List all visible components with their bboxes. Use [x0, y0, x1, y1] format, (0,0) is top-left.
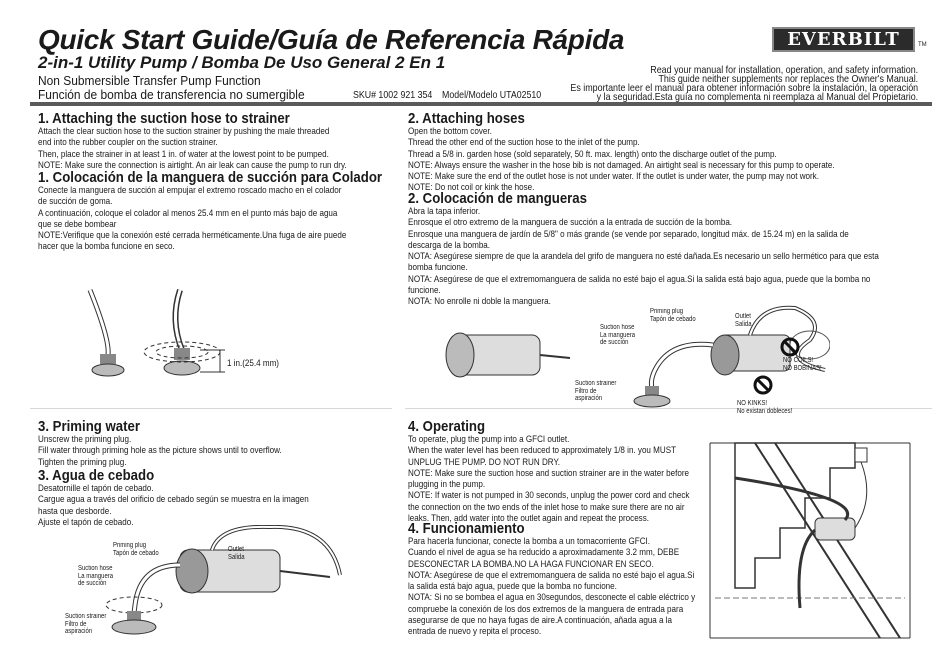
product-subtitle: 2-in-1 Utility Pump / Bomba De Uso Gener…: [38, 53, 446, 72]
s3-suction-strainer-label: Suction strainer Filtro de aspiración: [65, 613, 107, 635]
s3-body-en: Unscrew the priming plug. Fill water thr…: [38, 433, 282, 467]
priming-illustration: [105, 525, 342, 635]
s2-suction-hose-label: Suction hose La manguera de succión: [600, 324, 636, 346]
no-kinks-icon: [753, 375, 773, 395]
model: Model/Modelo UTA02510: [442, 90, 542, 101]
s2-heading-es: 2. Colocación de mangueras: [408, 190, 587, 207]
operating-stairs-illustration: [709, 442, 911, 639]
left-divider: [30, 408, 392, 409]
s2-priming-plug-label: Priming plug Tapón de cebado: [650, 308, 696, 323]
everbilt-logo: EVERBILT: [772, 27, 915, 52]
s3-heading-en: 3. Priming water: [38, 418, 140, 435]
s3-body-es: Desatornille el tapón de cebado. Cargue …: [38, 482, 309, 527]
s2-body-es: Abra la tapa inferior. Enrosque el otro …: [408, 205, 879, 307]
manual-notice: Read your manual for installation, opera…: [570, 64, 918, 103]
s2-suction-strainer-label: Suction strainer Filtro de aspiración: [575, 380, 617, 402]
s2-outlet-label: Outlet Salida: [735, 313, 752, 328]
no-coils-icon: [780, 337, 800, 357]
s3-suction-hose-label: Suction hose La manguera de succión: [78, 565, 114, 587]
page-title: Quick Start Guide/Guía de Referencia Ráp…: [38, 24, 625, 55]
depth-label: 1 in.(25.4 mm): [227, 357, 279, 368]
s3-priming-plug-label: Priming plug Tapón de cebado: [113, 542, 159, 557]
hose-attachment-illustration: [445, 305, 830, 408]
s4-heading-es: 4. Funcionamiento: [408, 520, 525, 537]
trademark: TM: [918, 42, 927, 48]
s1-body-es: Conecte la manguera de succión al empuja…: [38, 184, 347, 252]
no-coils-label: NO COILS! NO BOBINAS!: [783, 357, 822, 372]
function-en: Non Submersible Transfer Pump Function: [38, 73, 261, 88]
s4-heading-en: 4. Operating: [408, 418, 486, 435]
sku-model: SKU# 1002 921 354 Model/Modelo UTA02510: [353, 90, 541, 101]
s3-outlet-label: Outlet Salida: [228, 546, 245, 561]
function-es: Función de bomba de transferencia no sum…: [38, 87, 305, 102]
s3-heading-es: 3. Agua de cebado: [38, 467, 155, 484]
header-divider: [30, 102, 932, 106]
s1-body-en: Attach the clear suction hose to the suc…: [38, 125, 347, 170]
no-kinks-label: NO KINKS! No existan dobleces!: [737, 400, 793, 415]
right-divider: [405, 408, 932, 409]
s1-heading-es: 1. Colocación de la manguera de succión …: [38, 169, 383, 186]
strainer-illustration: [87, 289, 225, 377]
s4-body-en: To operate, plug the pump into a GFCI ou…: [408, 433, 690, 524]
sku: SKU# 1002 921 354: [353, 90, 433, 101]
s1-heading-en: 1. Attaching the suction hose to straine…: [38, 110, 290, 127]
s4-body-es: Para hacerla funcionar, conecte la bomba…: [408, 535, 696, 637]
s2-heading-en: 2. Attaching hoses: [408, 110, 525, 127]
s2-body-en: Open the bottom cover. Thread the other …: [408, 125, 835, 193]
